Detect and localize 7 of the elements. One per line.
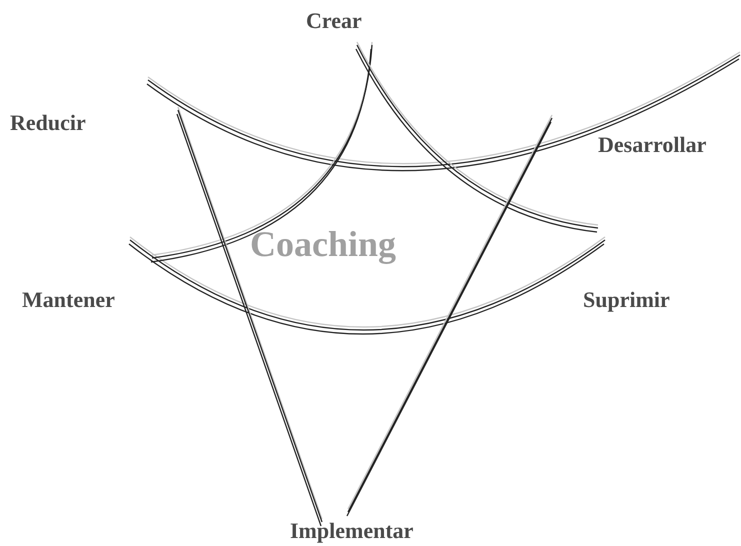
stage-label: Suprimir [583,289,670,311]
stage-label: Crear [306,10,362,32]
stage-label: Implementar [290,520,414,542]
stage-label: Reducir [10,112,86,134]
stage-label: Desarrollar [598,134,706,156]
center-title: Coaching [250,226,396,262]
stage-label: Mantener [22,289,115,311]
